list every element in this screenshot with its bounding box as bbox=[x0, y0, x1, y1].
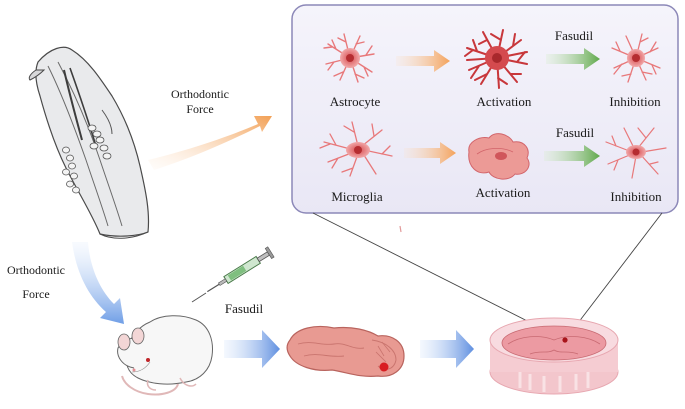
label-microglia: Microglia bbox=[331, 189, 382, 204]
small-mark bbox=[399, 225, 402, 233]
label-microglia-fasudil: Fasudil bbox=[556, 125, 595, 140]
jaw-illustration bbox=[28, 46, 150, 239]
orthodontic-force-top-line1: Orthodontic bbox=[171, 87, 229, 101]
astrocyte-activated-cell bbox=[464, 29, 528, 89]
astrocyte-cell bbox=[323, 33, 375, 83]
orthodontic-force-top-line2: Force bbox=[186, 102, 213, 116]
arrow-microglia-inhibition bbox=[544, 145, 600, 167]
label-astrocyte: Astrocyte bbox=[330, 94, 381, 109]
syringe-needle bbox=[191, 292, 207, 303]
label-astrocyte-fasudil: Fasudil bbox=[555, 28, 594, 43]
astrocyte-inhibited-cell bbox=[611, 33, 661, 83]
rat-illustration bbox=[117, 315, 213, 396]
arrow-rat-to-brain bbox=[224, 330, 280, 368]
label-astrocyte-inhibition: Inhibition bbox=[609, 94, 661, 109]
label-astrocyte-activation: Activation bbox=[477, 94, 532, 109]
label-microglia-activation: Activation bbox=[476, 185, 531, 200]
syringe-icon bbox=[207, 246, 275, 293]
microglia-cell bbox=[319, 121, 393, 177]
label-fasudil-bottom: Fasudil bbox=[225, 301, 264, 316]
arrow-microglia-activation bbox=[404, 142, 456, 164]
arrow-astrocyte-activation bbox=[396, 50, 450, 72]
microglia-inhibited-cell bbox=[605, 127, 667, 179]
orthodontic-force-left-line1: Orthodontic bbox=[7, 263, 65, 277]
label-microglia-inhibition: Inhibition bbox=[610, 189, 662, 204]
force-arrow-orange bbox=[148, 116, 272, 170]
brain-sagittal bbox=[286, 325, 405, 377]
zoom-line-left bbox=[312, 212, 566, 341]
zoom-line-right bbox=[564, 212, 663, 341]
orthodontic-force-left-line2: Force bbox=[22, 287, 49, 301]
arrow-brain-to-dish bbox=[420, 330, 474, 368]
microglia-activated-cell bbox=[468, 133, 530, 180]
arrow-astrocyte-inhibition bbox=[546, 48, 600, 70]
brain-slice-dish bbox=[489, 317, 619, 395]
force-arrow-blue bbox=[72, 242, 124, 324]
